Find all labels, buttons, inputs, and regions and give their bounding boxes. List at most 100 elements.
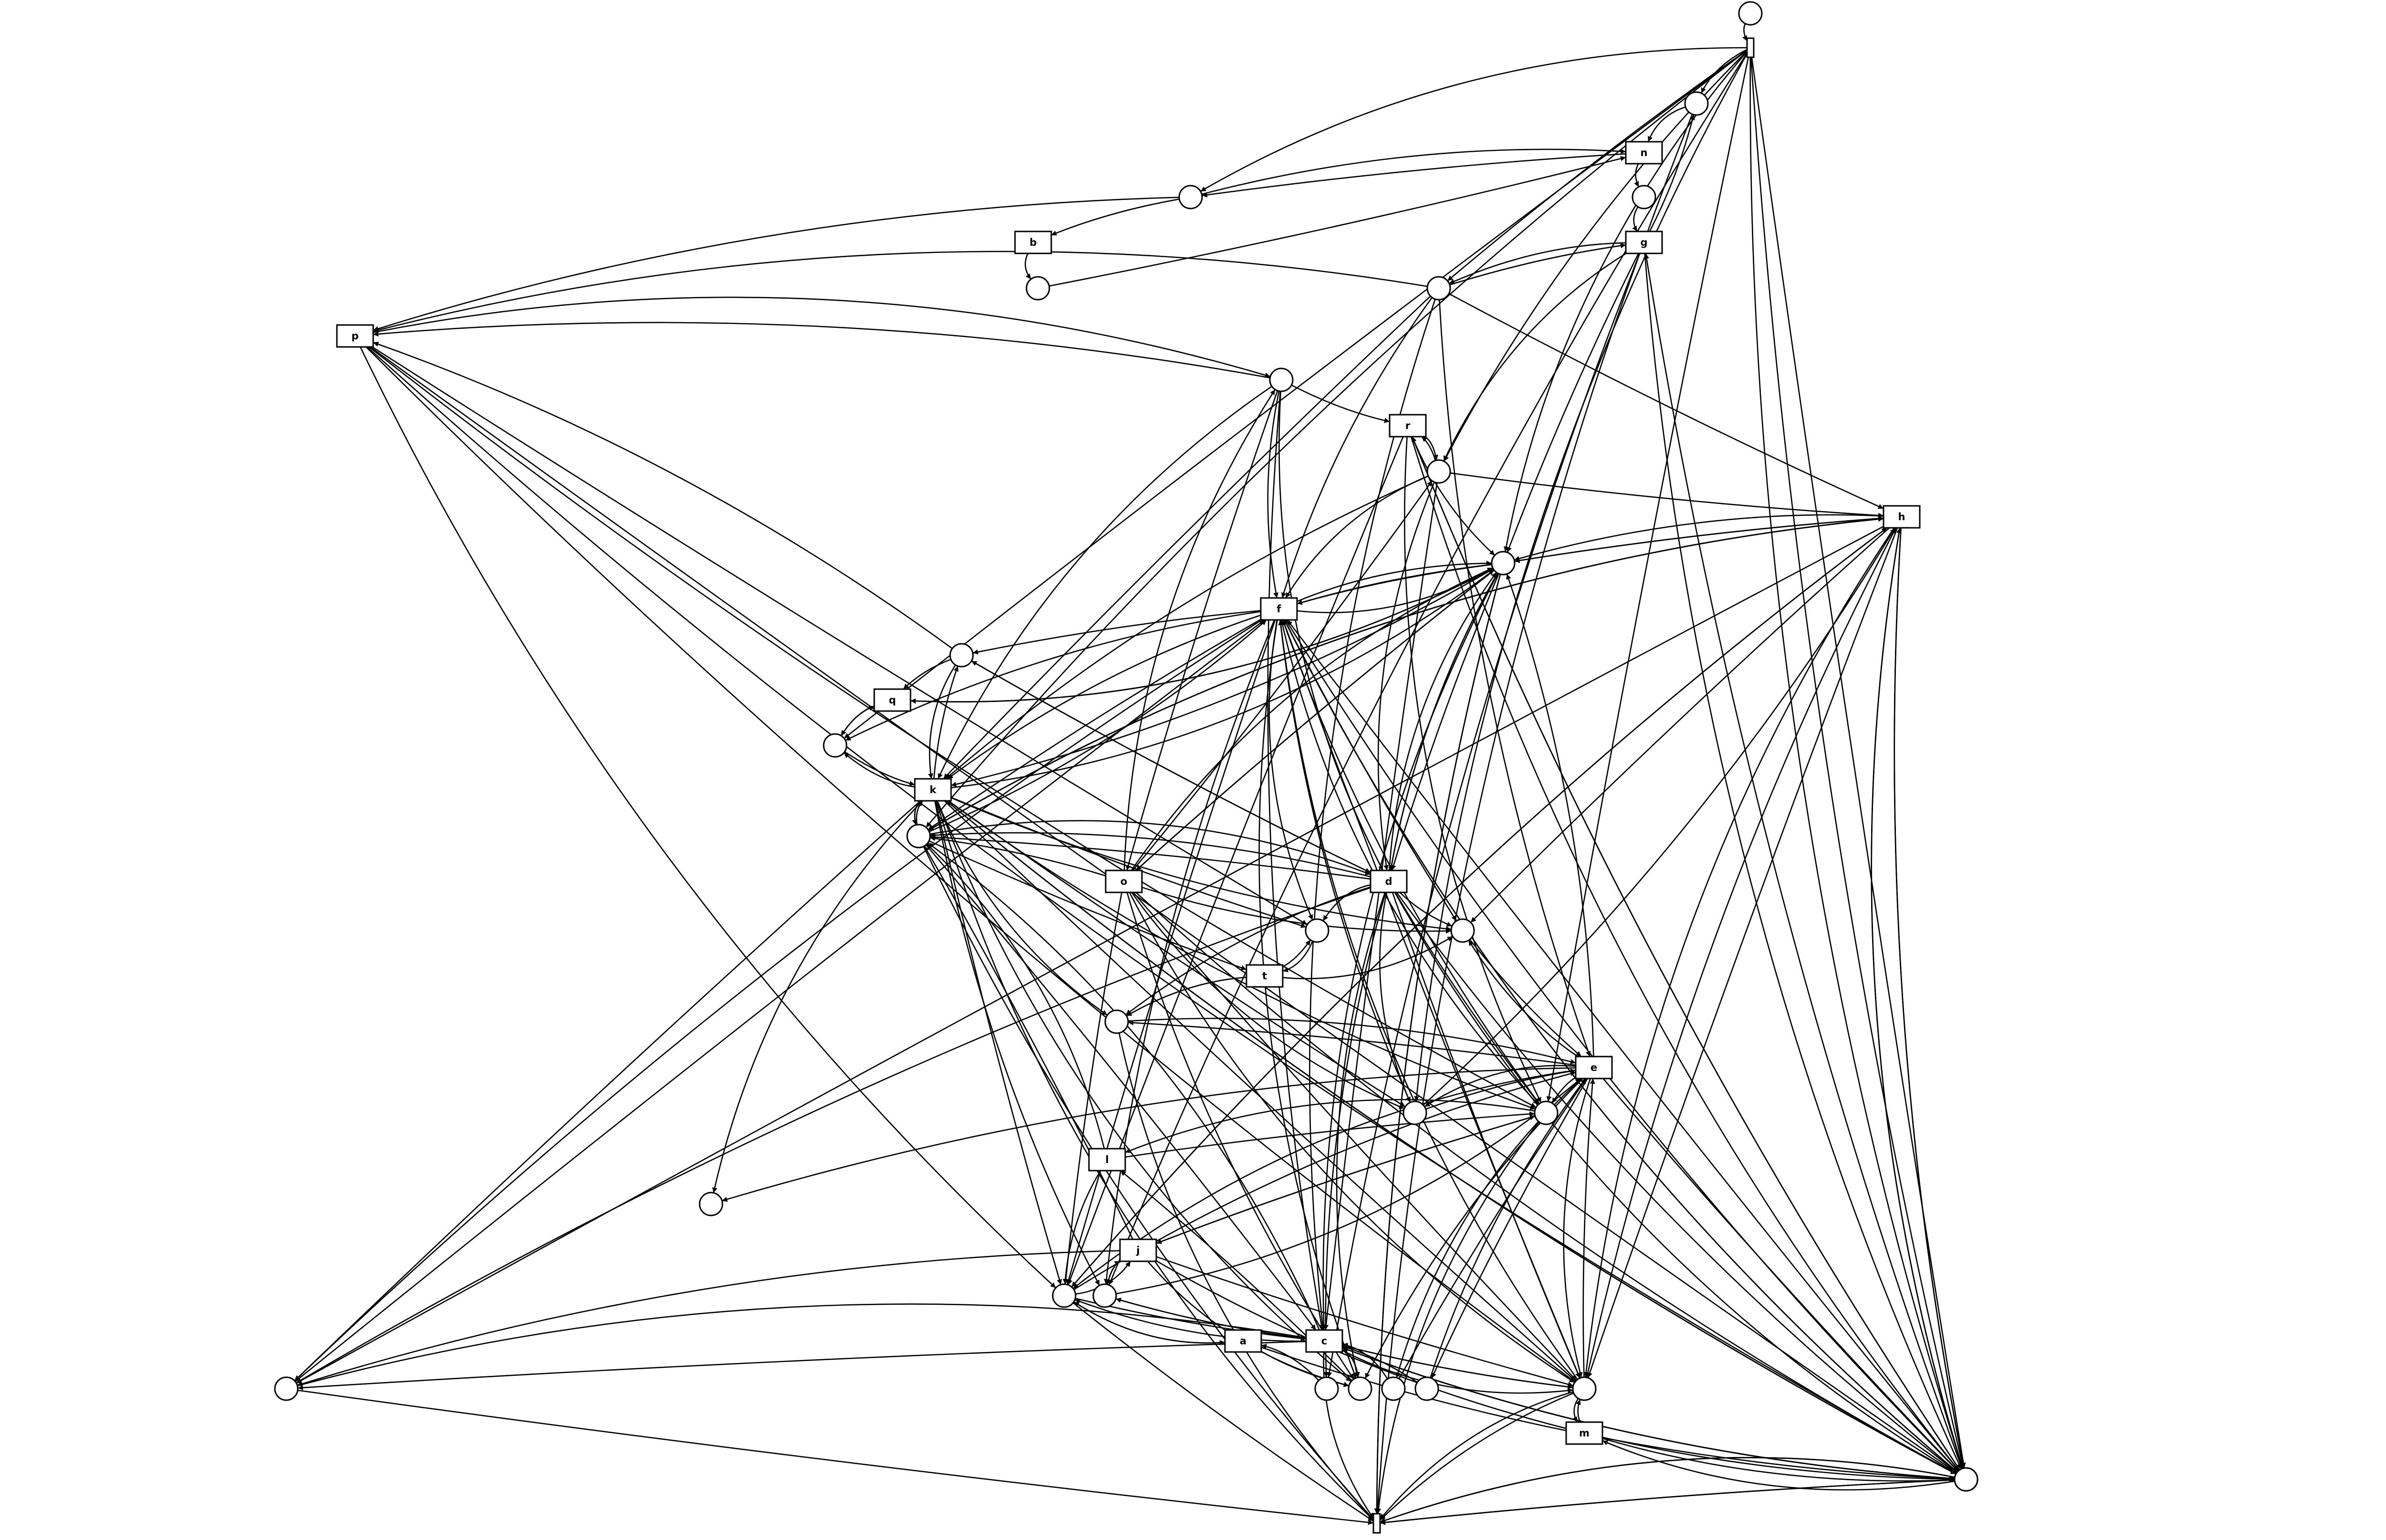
transition-label-b: b	[1029, 237, 1036, 248]
transition-label-l: l	[1105, 1154, 1109, 1165]
arc-a-to-P19	[1073, 1301, 1225, 1344]
arc-start-to-P16	[1414, 53, 1748, 1102]
place-p19	[1052, 1283, 1077, 1308]
arc-P17-to-l	[1125, 1099, 1535, 1153]
arc-f-to-P26	[294, 619, 1262, 1382]
arc-P15-to-e	[1128, 1017, 1576, 1064]
arc-P15-to-end	[1118, 1033, 1374, 1520]
arc-g-to-P5	[1449, 242, 1626, 284]
arc-P6-to-f	[1267, 391, 1280, 598]
arc-start-to-P9	[1504, 51, 1748, 552]
arc-l-to-P28	[926, 843, 1105, 1149]
arc-k-to-P15	[936, 800, 1108, 1016]
arc-P9-to-d	[1389, 573, 1498, 871]
arc-start-to-P32	[1750, 57, 1965, 1469]
place-p14	[1450, 918, 1475, 943]
arc-P31-to-end	[1380, 1479, 1955, 1525]
arc-P9-to-c	[1321, 573, 1499, 1330]
transition-box-q	[873, 688, 911, 712]
arc-g-to-P1	[1649, 114, 1695, 232]
arc-d-to-P9	[1389, 572, 1497, 871]
place-p17	[1534, 1100, 1559, 1125]
transition-e: e	[1575, 1056, 1613, 1079]
arc-P29-to-end	[1380, 1391, 1574, 1520]
arc-P2-to-n	[1201, 148, 1626, 195]
arc-h-to-P31	[1871, 527, 1964, 1469]
transition-label-d: d	[1385, 876, 1392, 887]
place-p15	[1104, 1009, 1129, 1034]
place-p4	[1632, 185, 1656, 210]
arc-P10-to-q	[903, 659, 952, 690]
arc-p-to-P13	[372, 346, 1308, 925]
arc-p-to-P19	[359, 346, 1057, 1289]
transition-r: r	[1389, 414, 1427, 438]
transition-box-l	[1088, 1148, 1126, 1172]
transition-a: a	[1224, 1329, 1262, 1353]
transition-n: n	[1625, 141, 1663, 165]
transition-label-m: m	[1579, 1427, 1590, 1439]
arc-k-to-P14	[951, 797, 1452, 932]
arc-P20-to-e	[1116, 1078, 1581, 1295]
arc-P27-to-f	[1287, 619, 1959, 1471]
transition-box-start	[1746, 37, 1755, 58]
arc-f-to-P10	[973, 610, 1261, 655]
place-p6	[1269, 367, 1294, 392]
arc-k-to-P30	[946, 800, 1957, 1475]
arc-P29-to-e	[1582, 1078, 1595, 1378]
arc-P7-to-k	[945, 475, 1429, 779]
arc-r-to-P32	[1410, 436, 1960, 1471]
arc-P8-to-o	[1135, 569, 1495, 871]
transition-label-g: g	[1640, 237, 1647, 248]
arc-P29-to-h	[1586, 527, 1897, 1378]
place-p1	[1684, 91, 1709, 116]
arc-k-to-P18	[712, 800, 923, 1193]
arc-P8-to-d	[1391, 573, 1499, 871]
transition-end	[1372, 1513, 1381, 1534]
arc-P5-to-g	[1449, 243, 1626, 286]
arc-P9-to-k	[947, 564, 1492, 780]
arc-h-to-P25	[1583, 527, 1895, 1378]
arc-c-to-P25	[1342, 1350, 1573, 1394]
arc-k-to-P10	[933, 666, 959, 779]
arc-P5-to-p	[373, 251, 1428, 333]
arc-P19-to-h	[1071, 527, 1888, 1288]
transition-label-q: q	[889, 694, 896, 706]
arc-f-to-P9	[1297, 560, 1492, 602]
arc-n-to-P4	[1634, 163, 1640, 188]
transition-box-h	[1883, 505, 1921, 529]
arc-h-to-P14	[1470, 527, 1890, 923]
arc-P1-to-n	[1647, 106, 1686, 142]
arc-k-to-P26	[294, 800, 921, 1382]
arc-P5-to-h	[1448, 293, 1884, 509]
arc-c-to-end	[1323, 1351, 1374, 1519]
arc-P14-to-e	[1469, 939, 1582, 1057]
place-p16	[1402, 1100, 1427, 1125]
arc-l-to-P19	[1062, 1170, 1101, 1285]
arc-d-to-P22	[1336, 892, 1386, 1378]
arc-d-to-P14	[1399, 892, 1453, 927]
arc-h-to-P26	[296, 525, 1884, 1384]
arc-g-to-P31	[1644, 253, 1962, 1469]
arc-P12-to-f	[929, 619, 1267, 832]
arc-start-to-P11	[844, 50, 1748, 739]
arc-o-to-P30	[1135, 892, 1957, 1475]
place-p29	[1572, 1376, 1597, 1401]
arc-P7-to-d	[1377, 482, 1435, 871]
arc-j-to-P28	[923, 846, 1134, 1240]
arc-P28-to-h	[928, 516, 1884, 831]
arc-P2-to-p	[373, 197, 1180, 332]
transition-f: f	[1260, 597, 1298, 621]
transition-l: l	[1088, 1148, 1126, 1172]
arc-p-to-P29	[366, 346, 1576, 1383]
transition-c: c	[1305, 1329, 1343, 1353]
arc-P6-to-p	[373, 322, 1270, 378]
place-p18	[699, 1192, 723, 1216]
arc-n-to-P2	[1202, 153, 1626, 198]
arc-P12-to-t	[929, 840, 1247, 971]
arc-h-to-P9	[1514, 514, 1884, 561]
arc-j-to-P25	[1156, 1256, 1574, 1387]
arc-t-to-P15	[1126, 976, 1247, 1017]
transition-box-g	[1625, 230, 1663, 254]
arc-h-to-P29	[1587, 527, 1898, 1378]
